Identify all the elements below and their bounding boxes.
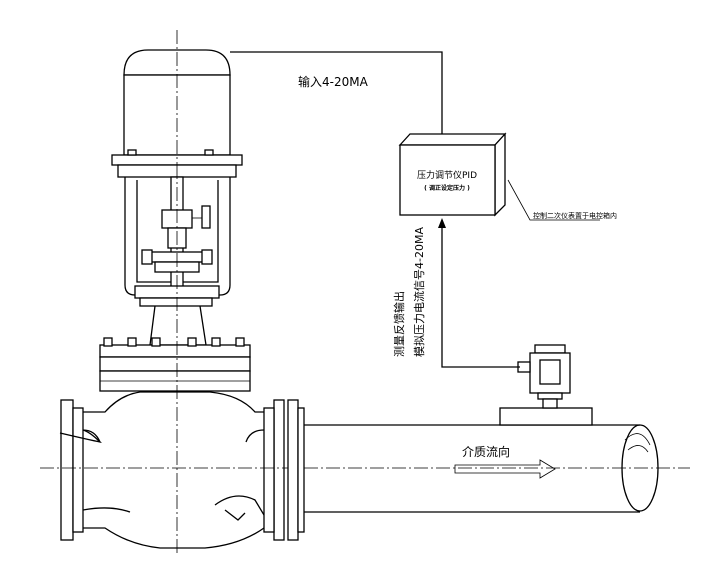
pressure-transmitter [517, 344, 571, 409]
valve-yoke [124, 176, 231, 307]
electric-actuator [111, 30, 243, 178]
controller-title: 压力调节仪PID [417, 169, 477, 181]
transmitter-label-1: 测量反馈输出 [392, 291, 406, 357]
signal-wiring [230, 51, 600, 368]
flow-label: 介质流向 [462, 444, 510, 459]
arrow-right-icon [454, 459, 556, 479]
controller-subtitle: ( 调正设定压力 ) [424, 184, 470, 192]
secondary-instrument-note: 控制二次仪表置于电控箱内 [533, 211, 617, 220]
pipe [287, 399, 659, 541]
arrow-up-icon [438, 218, 446, 228]
valve-bonnet [99, 305, 251, 392]
pid-controller: 压力调节仪PID ( 调正设定压力 ) [398, 132, 507, 217]
input-signal-label: 输入4-20MA [298, 74, 369, 89]
transmitter-label-2: 模拟压力电流信号4-20MA [412, 227, 426, 357]
valve-body [40, 165, 690, 555]
flow-direction: 介质流向 [454, 444, 556, 479]
